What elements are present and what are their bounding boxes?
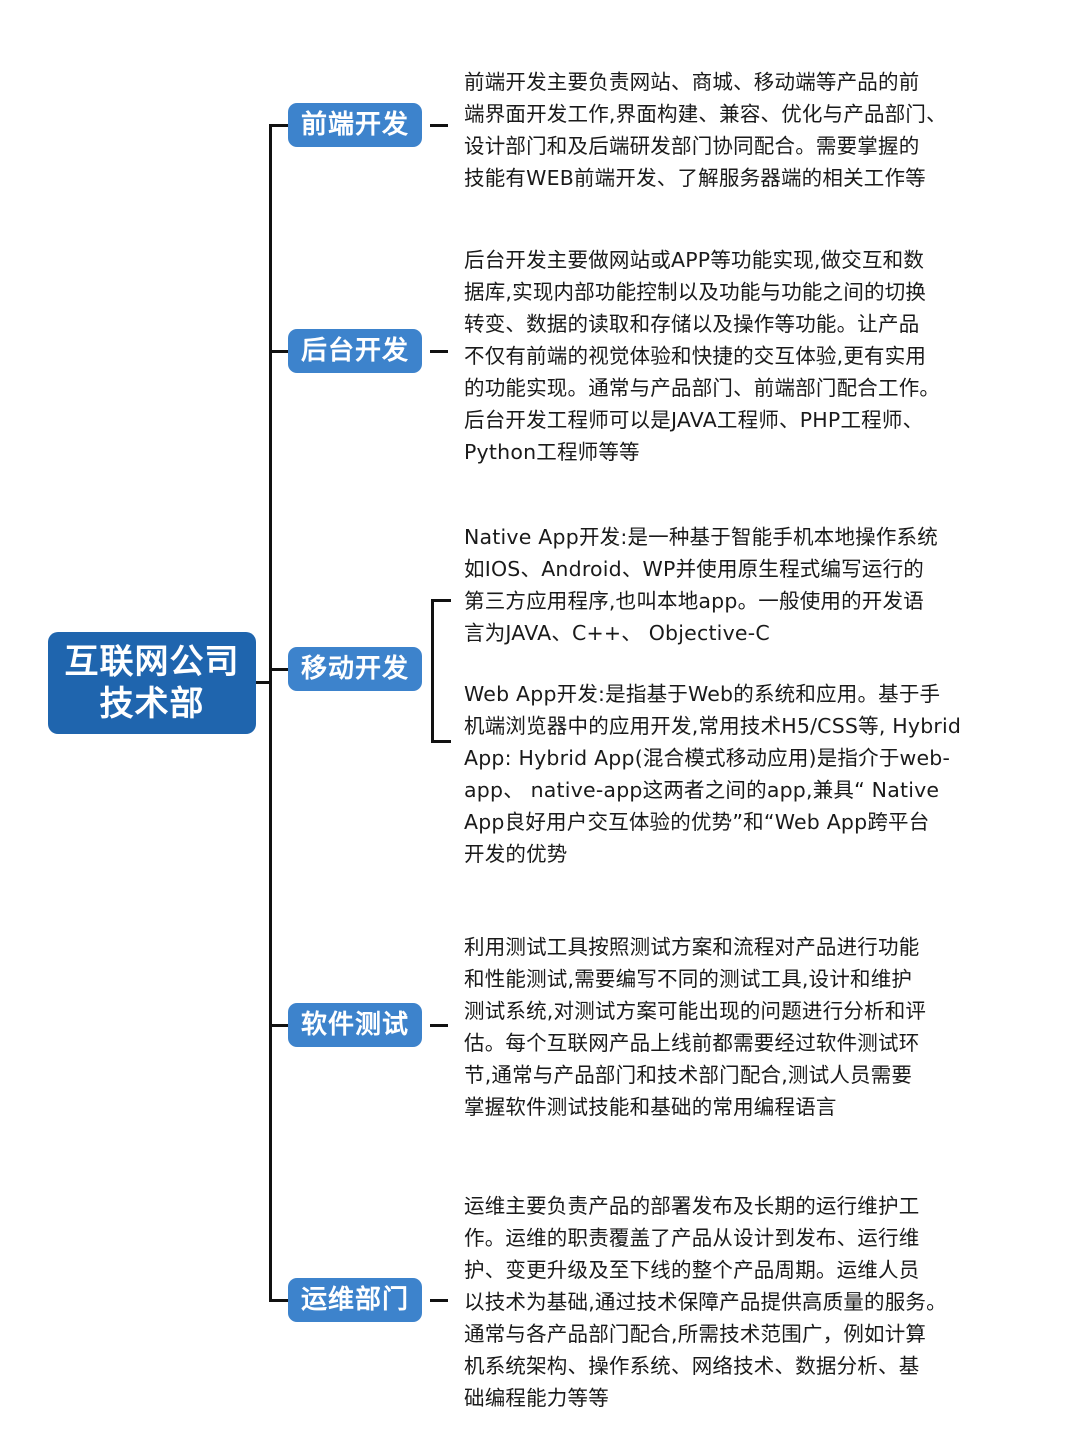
branch-node-backend[interactable]: 后台开发 [288,329,422,373]
branch-connector-frontend [269,124,289,127]
root-connector-line [256,681,271,684]
branch-connector-ops [269,1299,289,1302]
root-title-line2: 技术部 [99,684,205,724]
root-node[interactable]: 互联网公司 技术部 [48,632,256,734]
desc-connector-testing [430,1024,448,1027]
trunk-vertical-line [269,124,272,1302]
mobile-bracket-vertical [431,599,434,743]
description-mobile-web: Web App开发:是指基于Web的系统和应用。基于手 机端浏览器中的应用开发,… [464,682,962,866]
description-ops: 运维主要负责产品的部署发布及长期的运行维护工 作。运维的职责覆盖了产品从设计到发… [464,1194,947,1410]
branch-connector-backend [269,350,289,353]
branch-connector-mobile [269,668,289,671]
branch-connector-testing [269,1024,289,1027]
root-title-line1: 互联网公司 [64,642,240,682]
description-mobile-native: Native App开发:是一种基于智能手机本地操作系统 如IOS、Androi… [464,525,938,645]
branch-node-testing[interactable]: 软件测试 [288,1003,422,1047]
desc-connector-frontend [430,124,448,127]
desc-connector-ops [430,1299,448,1302]
description-backend: 后台开发主要做网站或APP等功能实现,做交互和数 据库,实现内部功能控制以及功能… [464,248,941,464]
branch-node-ops[interactable]: 运维部门 [288,1278,422,1322]
mobile-bracket-bottom [431,740,451,743]
description-frontend: 前端开发主要负责网站、商城、移动端等产品的前 端界面开发工作,界面构建、兼容、优… [464,70,947,190]
branch-node-mobile[interactable]: 移动开发 [288,647,422,691]
branch-node-frontend[interactable]: 前端开发 [288,103,422,147]
desc-connector-backend [430,350,448,353]
mobile-bracket-top [431,599,451,602]
description-testing: 利用测试工具按照测试方案和流程对产品进行功能 和性能测试,需要编写不同的测试工具… [464,935,927,1119]
